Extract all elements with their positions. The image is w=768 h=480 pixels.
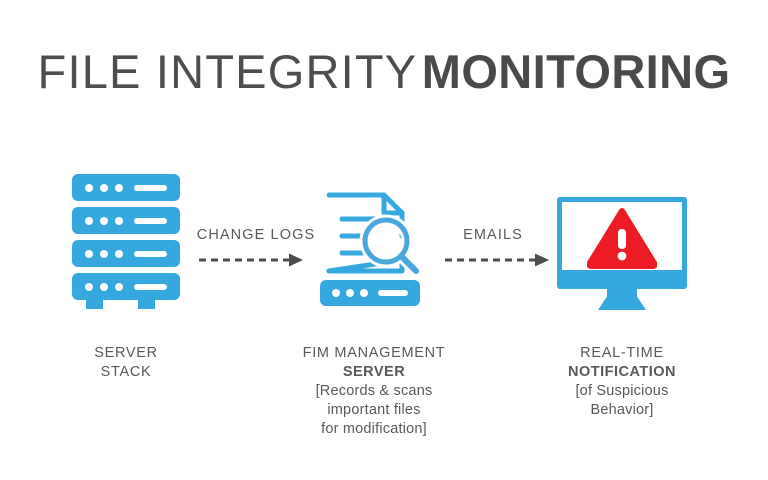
- monitor-alert-icon: [557, 197, 687, 314]
- page-title-bold: MONITORING: [421, 45, 731, 98]
- server-led-dot: [115, 250, 123, 258]
- server-slot-bar: [134, 185, 167, 191]
- flow-arrow-change-logs-icon: [199, 253, 303, 267]
- server-unit: [72, 273, 180, 300]
- caption-fim-management-server: FIM MANAGEMENT SERVER [Records & scans i…: [274, 344, 474, 439]
- caption-real-time-notification: REAL-TIME NOTIFICATION [of Suspicious Be…: [542, 344, 702, 420]
- server-led-dot: [346, 289, 354, 297]
- server-stack-icon: [72, 174, 180, 314]
- server-led-dot: [115, 217, 123, 225]
- document-magnifier-icon: [320, 192, 428, 314]
- server-led-dot: [85, 184, 93, 192]
- caption-line-2: NOTIFICATION: [567, 364, 677, 380]
- server-led-dot: [85, 217, 93, 225]
- server-unit: [320, 280, 420, 306]
- server-led-dot: [115, 283, 123, 291]
- server-led-dot: [100, 184, 108, 192]
- server-slot-bar: [134, 218, 167, 224]
- caption-line-2: STACK: [100, 364, 152, 380]
- caption-note-1: [Records & scans: [315, 383, 433, 399]
- server-led-dot: [360, 289, 368, 297]
- flow-arrow-emails-icon: [445, 253, 549, 267]
- flow-label-change-logs: CHANGE LOGS: [196, 227, 316, 243]
- server-unit: [72, 174, 180, 201]
- server-led-dot: [100, 217, 108, 225]
- document-with-search-glyph: [326, 192, 422, 274]
- server-foot: [138, 300, 155, 309]
- flow-label-emails: EMAILS: [463, 227, 523, 243]
- caption-line-2: SERVER: [342, 364, 406, 380]
- caption-server-stack: SERVER STACK: [46, 344, 206, 382]
- server-led-dot: [100, 250, 108, 258]
- server-led-dot: [332, 289, 340, 297]
- server-led-dot: [115, 184, 123, 192]
- server-slot-bar: [134, 284, 167, 290]
- caption-line-1: SERVER: [94, 345, 158, 361]
- server-unit: [72, 207, 180, 234]
- monitor-stand-base: [598, 297, 646, 310]
- page-title-light: FILE INTEGRITY: [37, 45, 418, 98]
- server-led-dot: [85, 250, 93, 258]
- caption-line-1: REAL-TIME: [580, 345, 664, 361]
- page-title: FILE INTEGRITY MONITORING: [0, 44, 768, 99]
- server-led-dot: [85, 283, 93, 291]
- caption-note-2: Behavior]: [590, 402, 654, 418]
- warning-triangle-icon: [587, 208, 657, 269]
- caption-note-1: [of Suspicious: [575, 383, 669, 399]
- server-slot-bar: [378, 290, 408, 296]
- server-led-dot: [100, 283, 108, 291]
- server-slot-bar: [134, 251, 167, 257]
- caption-note-3: for modification]: [321, 421, 427, 437]
- caption-note-2: important files: [327, 402, 421, 418]
- server-foot: [86, 300, 103, 309]
- server-unit: [72, 240, 180, 267]
- caption-line-1: FIM MANAGEMENT: [302, 345, 446, 361]
